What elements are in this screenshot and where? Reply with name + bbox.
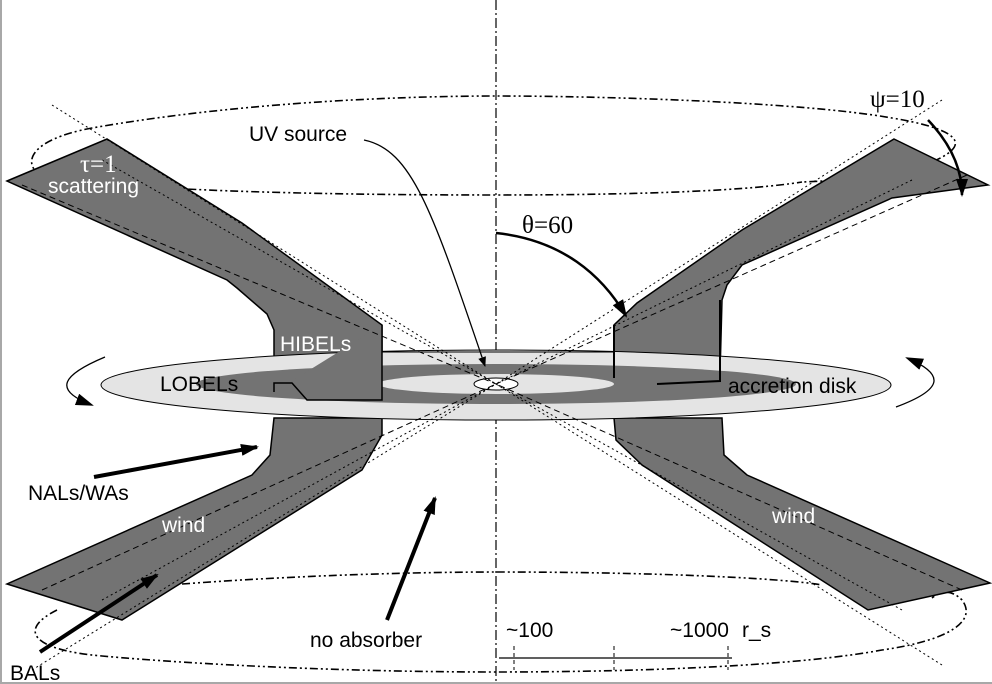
psi-arc — [927, 119, 968, 197]
bottom-cone-ellipse — [181, 571, 823, 586]
psi-label: ψ=10 — [870, 86, 925, 113]
uv-source-label: UV source — [249, 123, 347, 146]
scale-1000-label: ~1000 — [670, 619, 729, 642]
hibel-band-right — [613, 300, 721, 385]
theta-label: θ=60 — [522, 212, 573, 239]
bals-arrow — [38, 573, 159, 654]
theta-arc — [495, 231, 628, 318]
wind-cone-lower-right — [613, 417, 992, 611]
wind-cone-upper-right — [613, 138, 991, 379]
top-cone-ellipse-front — [41, 175, 803, 196]
lobels-label: LOBELs — [160, 373, 238, 396]
tau-label: τ=1 — [80, 151, 117, 178]
rotation-arrow-right — [895, 357, 935, 408]
nals-arrow — [93, 443, 259, 479]
scale-bar — [499, 646, 732, 670]
accretion-disk-label: accretion disk — [728, 375, 857, 398]
no-absorber-arrow — [385, 496, 437, 621]
nals-was-label: NALs/WAs — [28, 482, 129, 505]
wind-right-label: wind — [771, 505, 815, 528]
wind-left-label: wind — [161, 514, 205, 537]
hibel-band-left — [273, 325, 383, 401]
cone-guide-lines — [21, 99, 968, 671]
scattering-label: scattering — [48, 175, 139, 198]
bottom-cone-ellipse-front — [34, 591, 967, 673]
top-cone-ellipse — [30, 95, 957, 183]
wind-cone-lower-left — [4, 417, 383, 621]
bals-label: BALs — [10, 662, 60, 682]
scale-unit-label: r_s — [742, 619, 771, 642]
rotation-arrow-left — [66, 356, 106, 406]
no-absorber-label: no absorber — [310, 629, 422, 652]
uv-source-leader — [363, 139, 486, 367]
hibels-label: HIBELs — [280, 333, 351, 356]
scale-100-label: ~100 — [506, 619, 553, 642]
